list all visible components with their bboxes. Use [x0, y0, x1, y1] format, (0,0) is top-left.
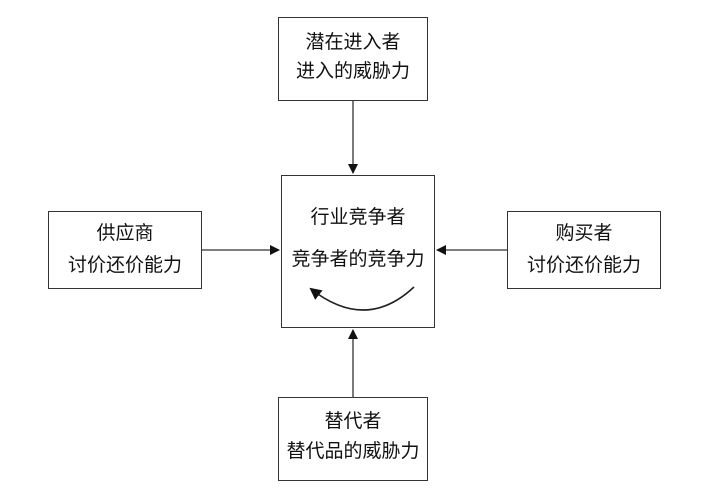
buyers-title: 购买者: [555, 222, 613, 244]
buyers-force: 讨价还价能力: [526, 254, 641, 276]
industry-competitors-title: 行业竞争者: [310, 206, 406, 228]
substitutes-box: 替代者 替代品的威胁力: [278, 397, 428, 481]
industry-competitors-box: 行业竞争者 竞争者的竞争力: [281, 175, 435, 328]
industry-competitors-force: 竞争者的竞争力: [291, 248, 425, 270]
potential-entrants-title: 潜在进入者: [305, 31, 401, 53]
buyers-box: 购买者 讨价还价能力: [507, 211, 661, 289]
potential-entrants-force: 进入的威胁力: [295, 60, 410, 82]
substitutes-title: 替代者: [324, 410, 382, 432]
suppliers-force: 讨价还价能力: [67, 254, 182, 276]
potential-entrants-box: 潜在进入者 进入的威胁力: [278, 17, 428, 101]
substitutes-force: 替代品的威胁力: [286, 440, 420, 462]
suppliers-box: 供应商 讨价还价能力: [48, 211, 202, 289]
suppliers-title: 供应商: [96, 222, 154, 244]
